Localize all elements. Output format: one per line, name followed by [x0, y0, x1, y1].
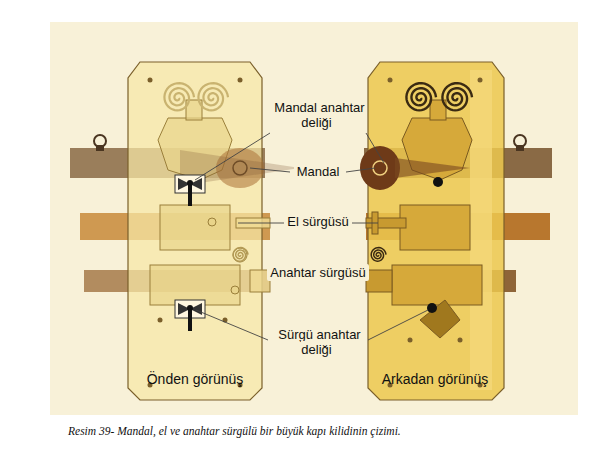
front-plate	[128, 62, 262, 400]
view-title: Arkadan görünüş	[360, 372, 510, 387]
back-rail	[470, 70, 492, 390]
figure-caption: Resim 39- Mandal, el ve anahtar sürgülü …	[68, 425, 401, 437]
back-keyhole-lower	[427, 303, 437, 313]
back-latch	[360, 146, 400, 190]
callout-label: El sürgüsü	[270, 214, 366, 229]
spiral-spring	[442, 83, 472, 110]
spiral-spring	[233, 248, 248, 262]
leader-lines	[195, 133, 428, 340]
callout-label: Sürgü anahtar deliği	[262, 327, 374, 357]
view-title: Önden görünüş	[120, 372, 270, 387]
back-rivets	[388, 78, 483, 388]
callout-label: Mandal anahtar deliği	[262, 100, 374, 130]
back-latch-arm	[395, 158, 470, 178]
back-rods	[366, 212, 406, 292]
back-keyhole-upper	[433, 177, 443, 187]
spiral-spring	[406, 83, 436, 110]
callout-label: Anahtar sürgüsü	[262, 265, 374, 280]
figure-ground	[50, 22, 578, 415]
callout-label: Mandal	[288, 164, 348, 179]
front-keyhole-upper	[175, 175, 205, 206]
spiral-spring	[198, 83, 228, 110]
back-plate	[368, 62, 504, 400]
front-keyhole-lower	[175, 300, 205, 331]
spiral-spring	[371, 248, 386, 262]
front-mechanism	[150, 100, 247, 305]
front-rivets	[148, 78, 243, 388]
spiral-spring	[164, 83, 194, 110]
spiral-springs	[164, 83, 472, 261]
